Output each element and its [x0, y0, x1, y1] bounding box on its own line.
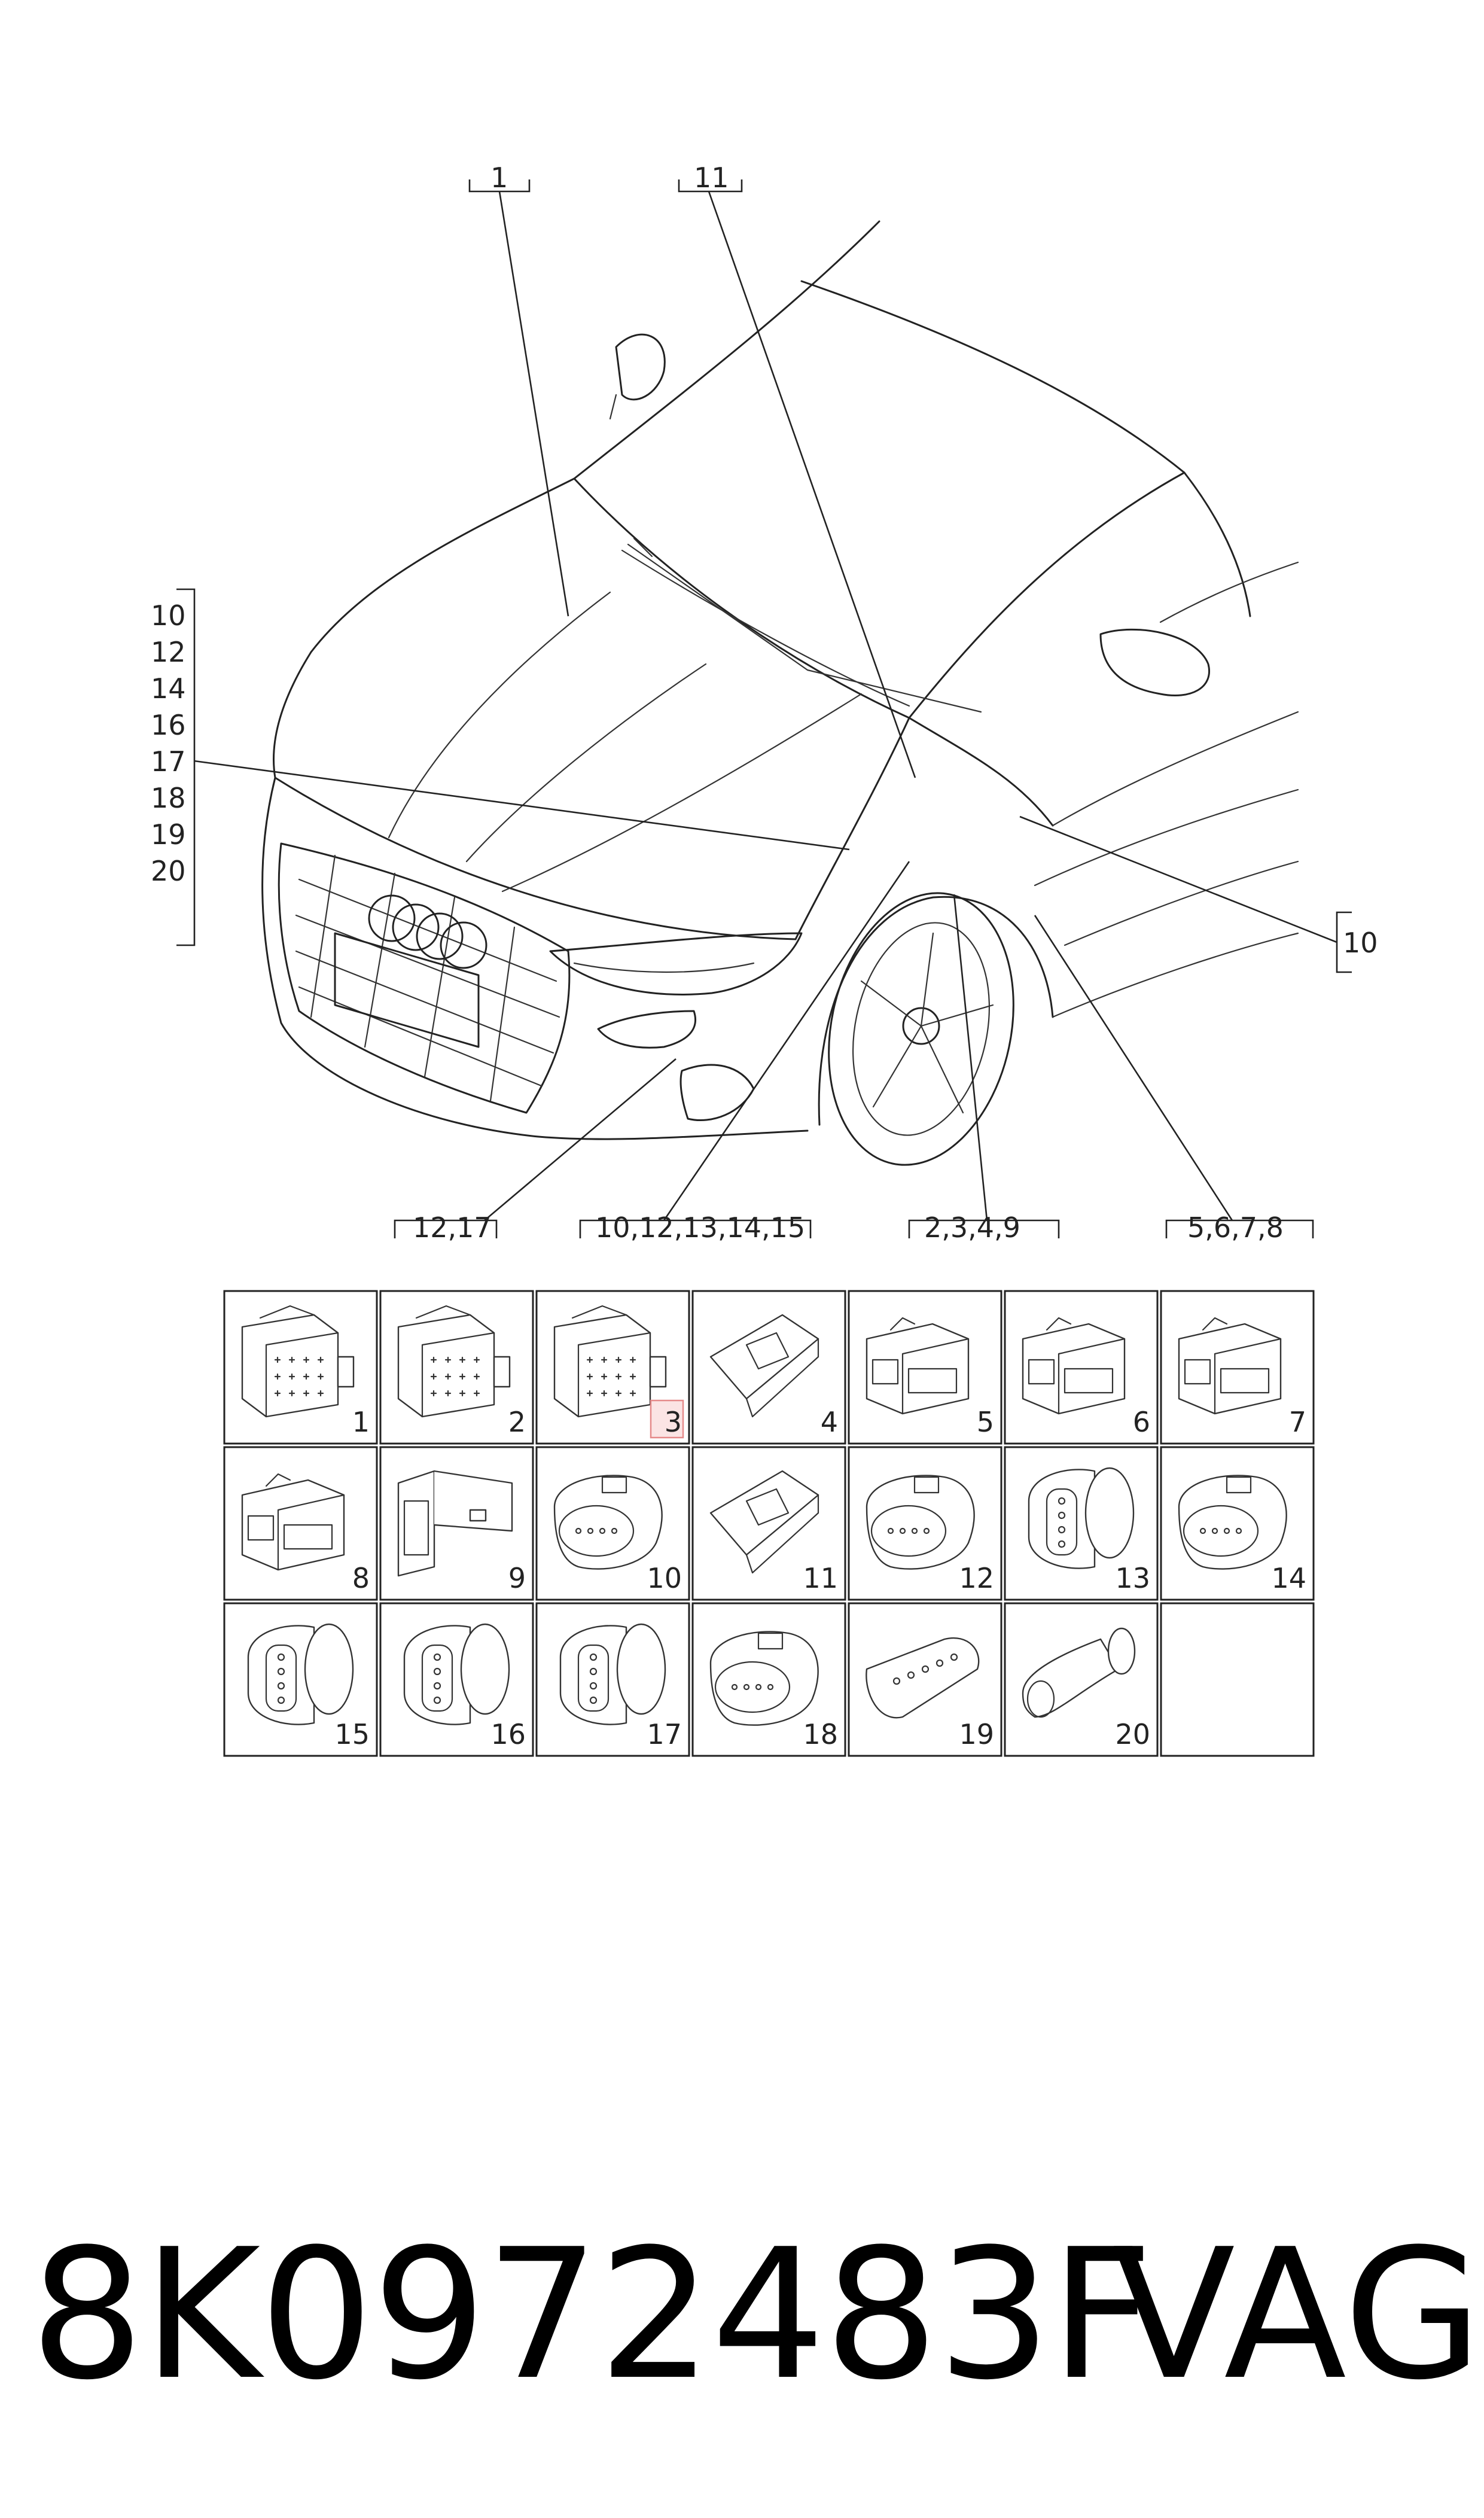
connector-cell-16: 16 [379, 1602, 534, 1757]
callout-11-label: 11 [694, 162, 729, 194]
connector-cell-18: 18 [691, 1602, 846, 1757]
connector-round-seal-drawing [403, 1623, 510, 1725]
connector-cell-2: 2 [379, 1290, 534, 1445]
connector-slim-latch-drawing [709, 1470, 819, 1574]
footer: 8K0972483F VAG [0, 2190, 1484, 2441]
connector-round-seal-drawing [559, 1623, 666, 1725]
connector-cell-3: 3 [535, 1290, 690, 1445]
connector-cell-empty [1160, 1602, 1315, 1757]
left-stack-label-2: 12 [151, 636, 186, 668]
connector-rect-window-drawing [1022, 1317, 1126, 1415]
connector-number: 13 [1115, 1562, 1150, 1594]
connector-cell-4: 4 [691, 1290, 846, 1445]
connector-cell-10: 10 [535, 1446, 690, 1601]
connector-number: 6 [1133, 1406, 1150, 1438]
connector-number: 19 [959, 1718, 994, 1750]
left-stack-label-1: 10 [151, 599, 186, 632]
connector-number: 10 [647, 1562, 682, 1594]
connector-cell-9: 9 [379, 1446, 534, 1601]
connector-oval-pins-drawing [553, 1475, 663, 1570]
highlight-box [650, 1399, 684, 1439]
connector-round-seal-drawing [247, 1623, 354, 1725]
connector-cell-12: 12 [848, 1446, 1002, 1601]
brand-label: VAG [1113, 2211, 1483, 2419]
connector-cell-5: 5 [848, 1290, 1002, 1445]
bottom-callout-3-label: 2,3,4,9 [924, 1211, 1020, 1244]
connector-cell-15: 15 [223, 1602, 378, 1757]
connector-cell-11: 11 [691, 1446, 846, 1601]
left-stack-label-8: 20 [151, 855, 186, 887]
car-illustration [261, 220, 1299, 1166]
connector-number: 12 [959, 1562, 994, 1594]
connector-flat-wide-drawing [866, 1637, 980, 1719]
connector-cell-14: 14 [1160, 1446, 1315, 1601]
connector-round-seal-drawing [1028, 1467, 1135, 1569]
connector-rect-window-drawing [866, 1317, 970, 1415]
connector-rect-large-drawing [397, 1305, 511, 1418]
left-stack-label-3: 14 [151, 672, 186, 705]
connector-cell-19: 19 [848, 1602, 1002, 1757]
connector-number: 9 [508, 1562, 526, 1594]
connector-number: 17 [647, 1718, 682, 1750]
connector-number: 14 [1271, 1562, 1306, 1594]
left-stack-label-6: 18 [151, 782, 186, 814]
connector-number: 8 [352, 1562, 370, 1594]
connector-small-round-drawing [1022, 1627, 1136, 1718]
connector-cell-17: 17 [535, 1602, 690, 1757]
connector-number: 5 [977, 1406, 994, 1438]
connector-cell-8: 8 [223, 1446, 378, 1601]
connector-number: 11 [803, 1562, 838, 1594]
connector-rect-window-drawing [1178, 1317, 1282, 1415]
left-stack-label-7: 19 [151, 818, 186, 851]
right-callout-10-label: 10 [1343, 927, 1378, 959]
left-stack-label-5: 17 [151, 745, 186, 778]
connector-slim-latch-drawing [709, 1314, 819, 1418]
bottom-callout-2-label: 10,12,13,14,15 [595, 1211, 805, 1244]
connector-rect-window-drawing [241, 1473, 345, 1571]
bottom-callout-4-label: 5,6,7,8 [1187, 1211, 1284, 1244]
bottom-callout-1-label: 12,17 [413, 1211, 492, 1244]
connector-oval-pins-drawing [1178, 1475, 1287, 1570]
connector-angled-block-drawing [397, 1470, 513, 1577]
connector-number: 1 [352, 1406, 370, 1438]
connector-number: 3 [665, 1406, 682, 1438]
connector-rect-large-drawing [241, 1305, 355, 1418]
connector-number: 20 [1115, 1718, 1150, 1750]
cell-border [1160, 1602, 1315, 1757]
connector-number: 18 [803, 1718, 838, 1750]
connector-rect-large-drawing [553, 1305, 667, 1418]
connector-cell-13: 13 [1004, 1446, 1159, 1601]
connector-cell-1: 1 [223, 1290, 378, 1445]
connector-oval-wide-drawing [709, 1631, 819, 1726]
left-stack-label-4: 16 [151, 709, 186, 741]
part-number: 8K0972483F [30, 2211, 1153, 2419]
parts-diagram: 1 11 10 12 14 16 17 18 19 20 10 12,17 10… [151, 162, 1378, 1757]
connector-number: 15 [334, 1718, 370, 1750]
connector-number: 2 [508, 1406, 526, 1438]
connector-number: 16 [490, 1718, 526, 1750]
connector-oval-pins-drawing [866, 1475, 975, 1570]
connector-number: 4 [821, 1406, 838, 1438]
connector-number: 7 [1289, 1406, 1306, 1438]
callouts: 1 11 10 12 14 16 17 18 19 20 10 12,17 10… [151, 162, 1378, 1244]
connector-cell-7: 7 [1160, 1290, 1315, 1445]
connector-cell-20: 20 [1004, 1602, 1159, 1757]
connector-cell-6: 6 [1004, 1290, 1159, 1445]
callout-1-label: 1 [490, 162, 508, 194]
